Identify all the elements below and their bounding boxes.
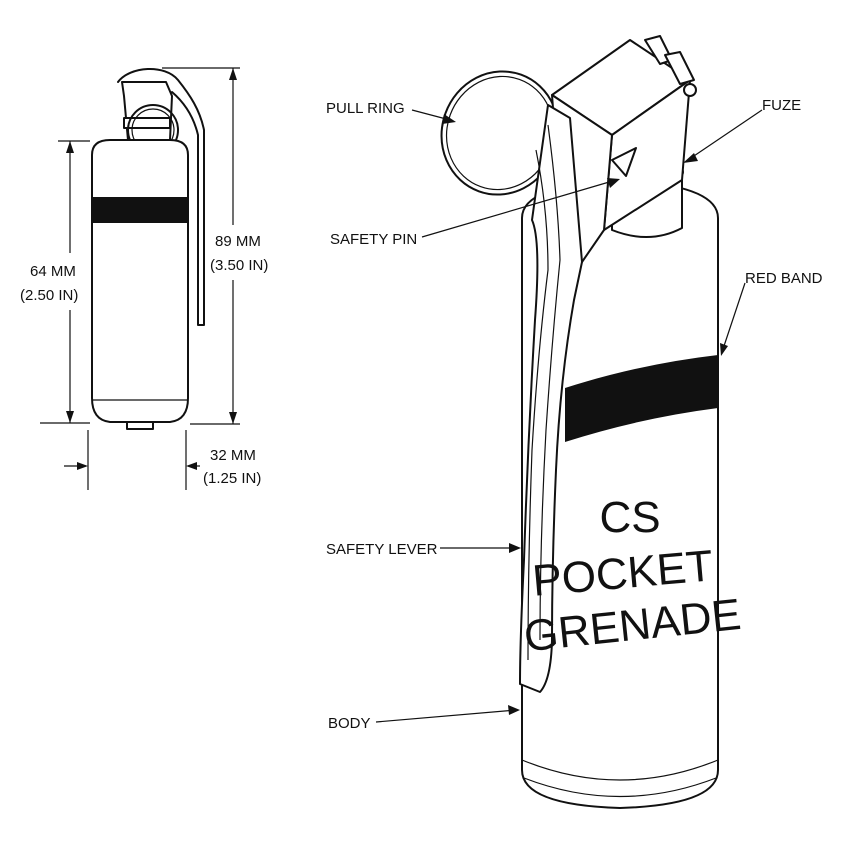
dim-32-arrow-left — [77, 462, 88, 470]
body-base-ring-2 — [523, 777, 717, 798]
arrow-safety-pin — [607, 178, 620, 188]
leader-red-band — [721, 282, 746, 353]
arrow-fuze — [683, 153, 698, 163]
dim-64-in: (2.50 IN) — [20, 287, 78, 304]
label-red-band: RED BAND — [745, 270, 823, 287]
side-view-body — [91, 139, 189, 423]
fuze-hinge-pin — [683, 83, 697, 97]
dim-64-mm: 64 MM — [30, 263, 76, 280]
side-view-base-plug — [126, 421, 154, 430]
safety-lever-ridge — [539, 124, 561, 641]
red-band — [565, 355, 718, 442]
safety-pin — [611, 147, 637, 177]
dim-89-mm: 89 MM — [215, 233, 261, 250]
label-safety-pin: SAFETY PIN — [330, 231, 417, 248]
side-view-grenade — [91, 67, 205, 430]
safety-lever-ridge-2 — [527, 149, 549, 661]
callout-leaders — [375, 109, 763, 723]
dim-32-arrow-right — [186, 462, 197, 470]
side-view-fuze — [121, 81, 173, 141]
body-base-ring — [521, 759, 719, 781]
dim-89-in: (3.50 IN) — [210, 257, 268, 274]
dimension-lines — [40, 67, 240, 490]
arrow-safety-lever — [509, 543, 521, 553]
arrow-body — [508, 705, 520, 715]
leader-body — [375, 709, 517, 723]
arrow-red-band — [720, 343, 728, 356]
dim-64-arrow-bottom — [66, 411, 74, 423]
fuze-hinge-2 — [664, 51, 695, 85]
dim-32-in: (1.25 IN) — [203, 470, 261, 487]
label-pull-ring: PULL RING — [326, 100, 405, 117]
perspective-grenade: CS POCKET GRENADE — [440, 35, 743, 809]
body-text-cs: CS — [599, 493, 660, 542]
dim-32-mm: 32 MM — [210, 447, 256, 464]
side-view-lever — [117, 67, 205, 326]
side-view-fuze-collar — [123, 117, 171, 129]
arrow-pull-ring — [442, 114, 456, 124]
leader-fuze — [687, 109, 763, 161]
safety-lever — [519, 104, 583, 693]
label-fuze: FUZE — [762, 97, 801, 114]
dim-89-arrow-bottom — [229, 412, 237, 424]
dim-64-arrow-top — [66, 141, 74, 153]
dim-89-arrow-top — [229, 68, 237, 80]
leader-safety-pin — [421, 179, 617, 238]
label-body: BODY — [328, 715, 371, 732]
side-view-red-band — [92, 197, 188, 223]
label-safety-lever: SAFETY LEVER — [326, 541, 438, 558]
